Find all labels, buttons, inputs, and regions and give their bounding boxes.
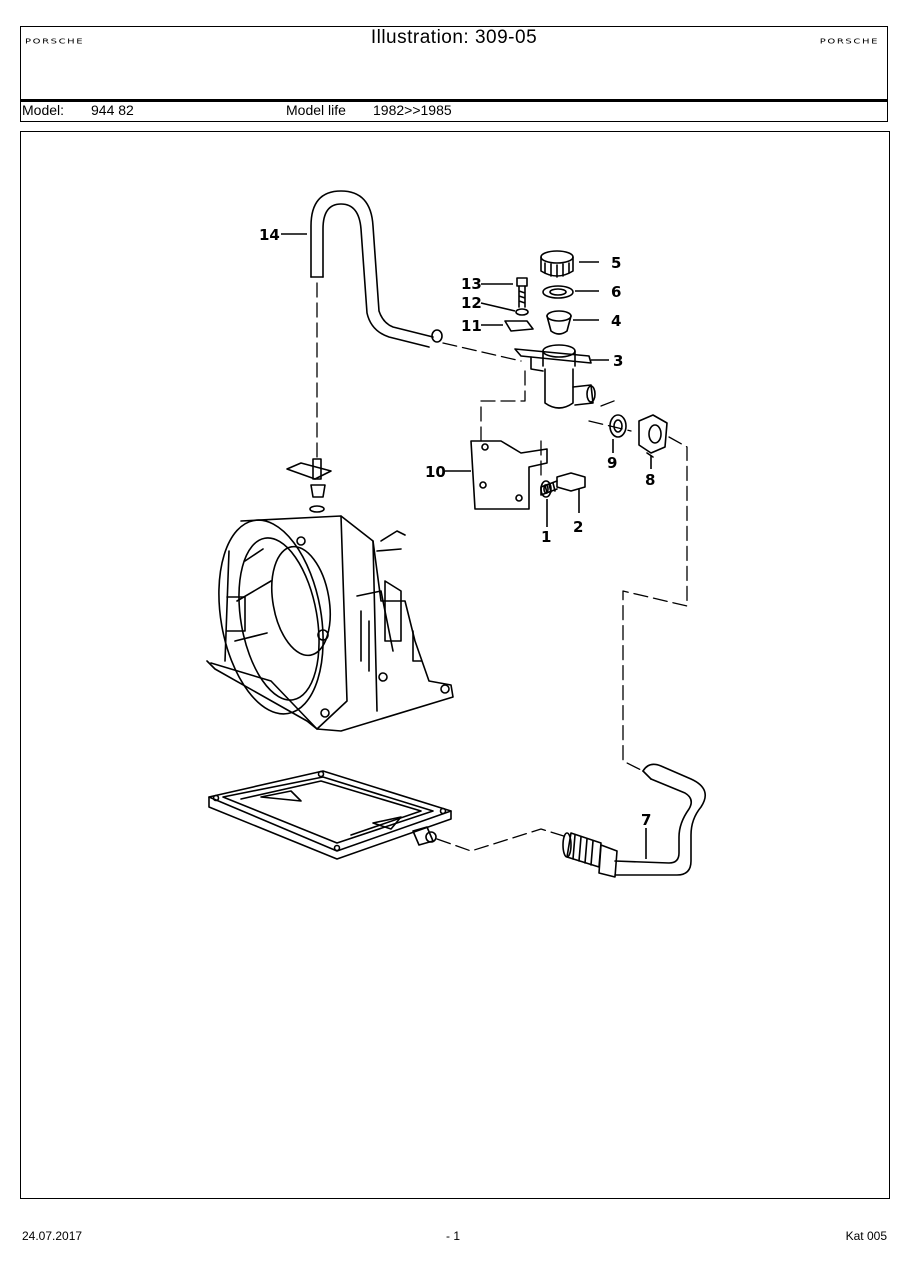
part-14-hose — [310, 190, 443, 348]
header-box: PORSCHE Illustration: 309-05 PORSCHE Mod… — [20, 26, 888, 122]
model-label: Model: — [22, 102, 65, 118]
part-10-bracket — [470, 440, 548, 510]
model-life-label: Model life — [286, 102, 346, 118]
porsche-logo-left: PORSCHE — [25, 38, 85, 46]
illustration-title: Illustration: 309-05 — [370, 27, 538, 48]
parts-diagram: 14 13 12 11 5 6 4 3 10 9 8 1 2 7 — [206, 190, 707, 878]
callout-2: 2 — [573, 518, 583, 536]
part-11-clip — [504, 320, 534, 332]
footer-page-number: - 1 — [446, 1229, 461, 1243]
callout-7: 7 — [641, 811, 651, 829]
callout-4: 4 — [611, 312, 621, 330]
footer-catalog: Kat 005 — [845, 1229, 887, 1243]
porsche-logo-right: PORSCHE — [819, 38, 879, 46]
part-4-strainer — [546, 310, 572, 335]
part-5-cap — [540, 250, 574, 278]
callout-1: 1 — [541, 528, 551, 546]
part-13-bolt — [516, 277, 528, 308]
header-rule — [20, 99, 888, 102]
footer-date: 24.07.2017 — [22, 1229, 83, 1243]
callout-5: 5 — [611, 254, 621, 272]
model-value: 944 82 — [91, 102, 134, 118]
part-12-washer — [515, 308, 529, 316]
transmission-housing — [206, 515, 454, 732]
part-3-reservoir — [514, 344, 596, 409]
part-6-washer — [542, 285, 574, 299]
callout-6: 6 — [611, 283, 621, 301]
illustration-frame: 14 13 12 11 5 6 4 3 10 9 8 1 2 7 — [20, 131, 890, 1199]
callout-12: 12 — [461, 294, 482, 312]
callout-13: 13 — [461, 275, 482, 293]
callout-9: 9 — [607, 454, 617, 472]
part-8-nut — [638, 414, 668, 458]
oil-pan — [208, 770, 452, 860]
callout-11: 11 — [461, 317, 482, 335]
callout-10: 10 — [425, 463, 446, 481]
model-life-value: 1982>>1985 — [373, 102, 452, 118]
part-2-screw — [540, 472, 586, 496]
callout-8: 8 — [645, 471, 655, 489]
model-row: Model: 944 82 Model life 1982>>1985 — [21, 102, 887, 120]
callout-3: 3 — [613, 352, 623, 370]
callout-14: 14 — [259, 226, 280, 244]
part-9-oring — [609, 414, 627, 438]
vent-fitting — [286, 458, 332, 513]
part-7-pipe — [562, 763, 707, 878]
